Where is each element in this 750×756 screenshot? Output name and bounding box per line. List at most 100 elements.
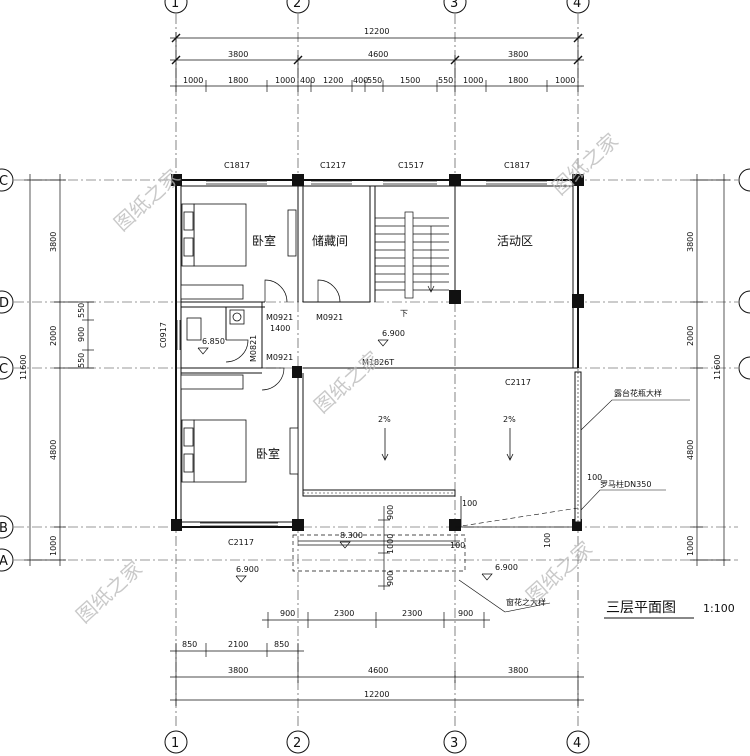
dim-top-d12: 1000 [555, 76, 575, 85]
dim-top-total: 12200 [364, 27, 389, 36]
dim-left-total: 11600 [19, 355, 28, 380]
level-markers [197, 339, 493, 583]
dim-balcony-3: 900 [386, 571, 395, 586]
top-dim-ticks [171, 33, 583, 65]
dim-bottom-e3: 850 [274, 640, 289, 649]
drawing-title: 三层平面图 [606, 600, 676, 616]
terrace-railing [302, 371, 582, 528]
dim-left-d1: 550 [77, 303, 86, 318]
room-bedroom-top: 卧室 [252, 233, 276, 248]
stairwell [375, 211, 449, 299]
dim-top-d11: 1800 [508, 76, 528, 85]
watermark-1: 图纸之家 [109, 164, 185, 235]
right-dimensions [690, 174, 730, 566]
interior-walls [180, 180, 578, 527]
misc-dim-3: 100 [450, 541, 465, 550]
window-top-4: C1817 [504, 161, 530, 170]
bottom-dimensions [170, 612, 584, 706]
dim-top-d1: 1000 [183, 76, 203, 85]
slope-2: 2% [503, 415, 516, 424]
window-top-2: C1217 [320, 161, 346, 170]
dim-left-mid-3: 4800 [49, 440, 58, 460]
dim-right-total: 11600 [713, 355, 722, 380]
dim-bottom-e1: 850 [182, 640, 197, 649]
window-bottom: C2117 [228, 538, 254, 547]
dim-top-d6: 400 [353, 76, 368, 85]
axis-label-left-c2: C [0, 362, 8, 377]
dim-right-mid-2: 2000 [686, 326, 695, 346]
dim-bottom-mid-2: 4600 [368, 666, 388, 675]
dim-top-mid-3: 3800 [508, 50, 528, 59]
dim-bottom-total: 12200 [364, 690, 389, 699]
dim-bottom-d3: 2300 [402, 609, 422, 618]
dim-top-d3: 1000 [275, 76, 295, 85]
axis-label-top-3: 3 [450, 0, 458, 11]
watermark-5: 图纸之家 [521, 536, 597, 607]
axis-label-top-2: 2 [293, 0, 301, 11]
dim-top-d2: 1800 [228, 76, 248, 85]
dim-left-d3: 550 [77, 353, 86, 368]
exterior-walls [175, 179, 579, 528]
dim-left-d2: 900 [77, 327, 86, 342]
room-storage: 储藏间 [312, 233, 348, 248]
axis-label-left-c1: C [0, 174, 8, 189]
axis-label-left-b: B [0, 521, 8, 536]
door-label-1: M0921 [266, 313, 293, 322]
axis-label-bottom-2: 2 [293, 736, 301, 751]
slope-1: 2% [378, 415, 391, 424]
dim-top-mid-2: 4600 [368, 50, 388, 59]
dim-balcony-2: 1000 [386, 534, 395, 554]
door-swings [225, 279, 341, 391]
dim-bottom-d1: 900 [280, 609, 295, 618]
room-bedroom-bottom: 卧室 [256, 446, 280, 461]
structural-columns [171, 174, 584, 531]
axis-label-top-1: 1 [171, 0, 179, 11]
dim-top-d4: 400 [300, 76, 315, 85]
misc-dim-1: 100 [462, 499, 477, 508]
dim-left-mid-4: 1000 [49, 536, 58, 556]
annotation-leaders [504, 399, 690, 613]
watermark-4: 图纸之家 [71, 556, 147, 627]
dim-top-d5: 1200 [323, 76, 343, 85]
axis-label-bottom-4: 4 [573, 736, 581, 751]
annotation-detail: 窗花之大样 [506, 597, 546, 607]
dim-top-d7: 550 [367, 76, 382, 85]
dim-right-mid-1: 3800 [686, 232, 695, 252]
annotation-planter: 露台花瓶大样 [614, 388, 662, 398]
level-2: 6.900 [382, 329, 405, 338]
balcony-outline [292, 506, 506, 613]
door-extra-dim: 1400 [270, 324, 290, 333]
dim-top-mid-1: 3800 [228, 50, 248, 59]
watermark-3: 图纸之家 [309, 346, 385, 417]
door-label-4: M0821 [249, 335, 258, 362]
dim-balcony-1: 900 [386, 505, 395, 520]
door-label-5: M1826T [362, 358, 394, 367]
axis-label-bottom-3: 3 [450, 736, 458, 751]
dim-top-d8: 1500 [400, 76, 420, 85]
dim-top-d10: 1000 [463, 76, 483, 85]
window-mid: C2117 [505, 378, 531, 387]
drawing-scale: 1:100 [703, 602, 735, 615]
dim-left-mid-1: 3800 [49, 232, 58, 252]
door-label-3: M0921 [266, 353, 293, 362]
stair-down-label: 下 [400, 309, 408, 318]
left-dimensions [24, 174, 94, 566]
axis-label-left-a: A [0, 554, 8, 569]
dim-bottom-mid-3: 3800 [508, 666, 528, 675]
room-activity: 活动区 [497, 234, 533, 248]
dim-top-d9: 550 [438, 76, 453, 85]
window-left: C0917 [159, 322, 168, 348]
dim-left-mid-2: 2000 [49, 326, 58, 346]
level-4: 6.900 [236, 565, 259, 574]
window-marks [176, 180, 547, 527]
top-dimensions [170, 32, 584, 92]
door-label-2: M0921 [316, 313, 343, 322]
level-3: 8.300 [340, 531, 363, 540]
level-1: 6.850 [202, 337, 225, 346]
annotation-column: 罗马柱DN350 [600, 479, 651, 489]
dim-bottom-mid-1: 3800 [228, 666, 248, 675]
axis-label-bottom-1: 1 [171, 736, 179, 751]
furniture [180, 203, 299, 483]
